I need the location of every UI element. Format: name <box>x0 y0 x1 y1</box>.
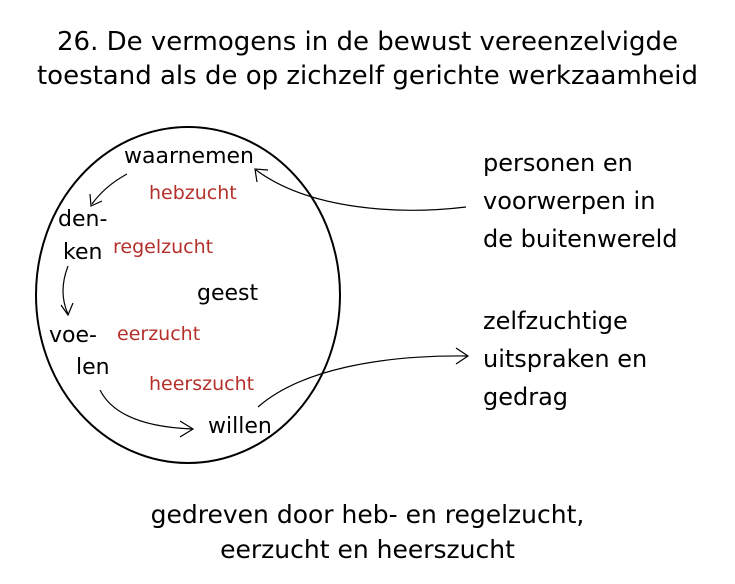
faculty-willen: willen <box>208 414 272 439</box>
urge-regelzucht: regelzucht <box>113 236 214 258</box>
arrowhead-waarnemen <box>254 168 269 183</box>
footer-line-2: eerzucht en heerszucht <box>220 535 515 564</box>
faculty-denken-part2: ken <box>63 240 103 265</box>
arrowhead-willen <box>179 420 195 438</box>
title-line-2: toestand als de op zichzelf gerichte wer… <box>36 61 699 91</box>
arrowhead-voelen <box>60 302 74 317</box>
arrow-waarnemen-to-denken <box>91 173 128 205</box>
arrow-voelen-to-willen <box>99 389 193 430</box>
arrow-willen-to-behavior <box>257 355 468 408</box>
arrowhead-denken <box>89 193 103 207</box>
boundary-circle <box>35 126 341 464</box>
input-line-3: de buitenwereld <box>483 225 678 253</box>
urge-hebzucht: hebzucht <box>149 182 237 204</box>
arrowhead-behavior <box>455 347 470 365</box>
output-line-1: zelfzuchtige <box>483 307 628 335</box>
faculty-voelen-part2: len <box>76 355 110 380</box>
urge-eerzucht: eerzucht <box>117 323 201 345</box>
title-line-1: 26. De vermogens in de bewust vereenzelv… <box>57 27 678 57</box>
footer-line-1: gedreven door heb- en regelzucht, <box>150 500 585 529</box>
urge-heerszucht: heerszucht <box>149 373 255 395</box>
center-geest: geest <box>197 281 259 306</box>
faculty-denken-part1: den- <box>58 207 108 232</box>
faculty-voelen-part1: voe- <box>49 323 97 348</box>
arrow-world-to-waarnemen <box>255 169 467 211</box>
output-line-3: gedrag <box>483 383 569 411</box>
output-line-2: uitspraken en <box>483 345 648 373</box>
arrow-denken-to-voelen <box>62 265 69 315</box>
faculty-waarnemen: waarnemen <box>124 144 255 169</box>
input-line-1: personen en <box>483 149 633 177</box>
input-line-2: voorwerpen in <box>483 187 656 215</box>
